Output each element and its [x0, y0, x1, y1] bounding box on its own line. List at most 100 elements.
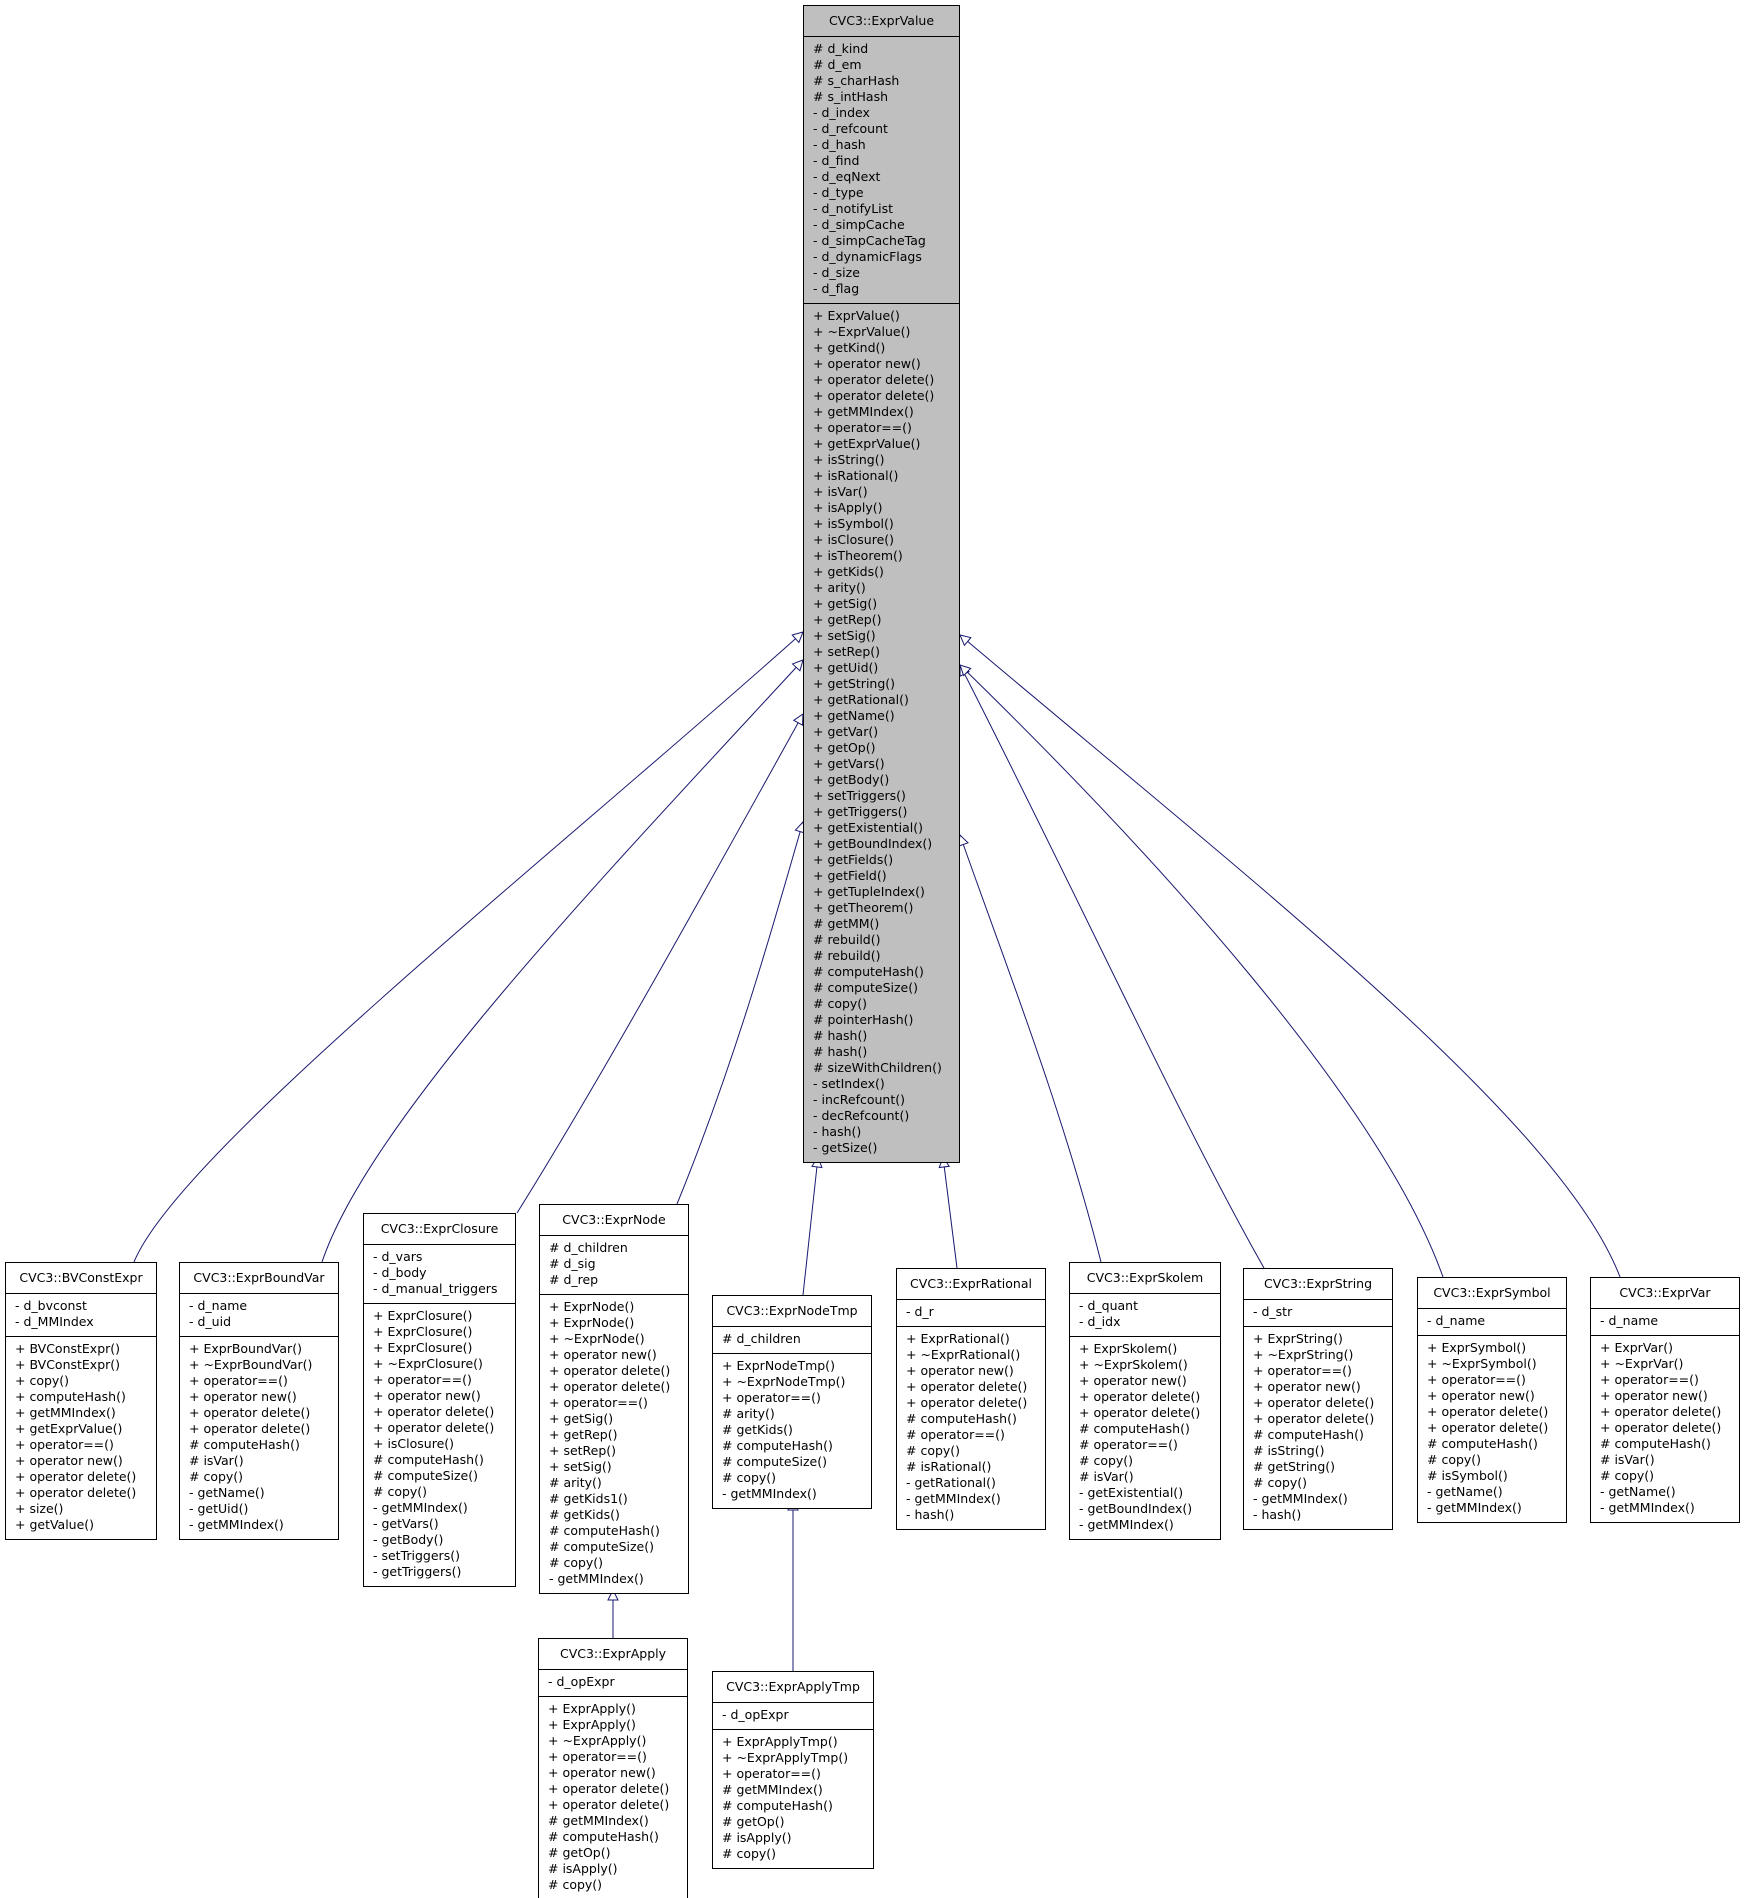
method-item: + operator delete()	[549, 1379, 671, 1394]
method-item: + operator new()	[813, 356, 921, 371]
method-item: + operator delete()	[1079, 1389, 1201, 1404]
method-section: + ExprApply()+ ExprApply()+ ~ExprApply()…	[539, 1696, 687, 1898]
method-item: # computeSize()	[722, 1454, 828, 1469]
method-item: + operator new()	[548, 1765, 656, 1780]
method-item: # rebuild()	[813, 948, 881, 963]
method-item: # copy()	[1079, 1453, 1134, 1468]
class-box-expr-apply[interactable]: CVC3::ExprApply- d_opExpr+ ExprApply()+ …	[538, 1638, 688, 1898]
method-item: + isString()	[813, 452, 885, 467]
attribute-item: - d_refcount	[813, 121, 888, 136]
method-item: + getUid()	[813, 660, 879, 675]
method-item: + setSig()	[813, 628, 876, 643]
method-item: - decRefcount()	[813, 1108, 910, 1123]
class-box-expr-string[interactable]: CVC3::ExprString- d_str+ ExprString()+ ~…	[1243, 1268, 1393, 1530]
method-item: + isRational()	[813, 468, 899, 483]
method-item: + getTheorem()	[813, 900, 914, 915]
method-item: + operator delete()	[548, 1781, 670, 1796]
method-item: - getTriggers()	[373, 1564, 462, 1579]
method-item: - setTriggers()	[373, 1548, 460, 1563]
method-item: # computeHash()	[1427, 1436, 1538, 1451]
attribute-item: - d_size	[813, 265, 860, 280]
class-box-expr-skolem[interactable]: CVC3::ExprSkolem- d_quant- d_idx+ ExprSk…	[1069, 1262, 1221, 1540]
class-box-expr-bound-var[interactable]: CVC3::ExprBoundVar- d_name- d_uid+ ExprB…	[179, 1262, 339, 1540]
class-box-expr-rational[interactable]: CVC3::ExprRational- d_r+ ExprRational()+…	[896, 1268, 1046, 1530]
method-item: - getMMIndex()	[189, 1517, 284, 1532]
method-item: + operator==()	[1253, 1363, 1352, 1378]
method-item: # pointerHash()	[813, 1012, 914, 1027]
method-item: + operator new()	[906, 1363, 1014, 1378]
class-box-expr-closure[interactable]: CVC3::ExprClosure- d_vars- d_body- d_man…	[363, 1213, 516, 1587]
method-item: + isTheorem()	[813, 548, 903, 563]
attribute-item: - d_bvconst	[15, 1298, 87, 1313]
class-title: CVC3::ExprString	[1244, 1269, 1392, 1300]
method-item: + getTupleIndex()	[813, 884, 925, 899]
attribute-item: - d_simpCache	[813, 217, 905, 232]
class-box-expr-value[interactable]: CVC3::ExprValue# d_kind# d_em# s_charHas…	[803, 5, 960, 1163]
method-item: # computeSize()	[373, 1468, 479, 1483]
method-item: + isApply()	[813, 500, 883, 515]
method-item: + operator==()	[189, 1373, 288, 1388]
class-box-expr-node[interactable]: CVC3::ExprNode# d_children# d_sig# d_rep…	[539, 1204, 689, 1594]
method-item: + operator new()	[1600, 1388, 1708, 1403]
method-section: + ExprVar()+ ~ExprVar()+ operator==()+ o…	[1591, 1335, 1739, 1522]
method-item: + setTriggers()	[813, 788, 906, 803]
method-item: # hash()	[813, 1028, 868, 1043]
method-item: + operator delete()	[813, 372, 935, 387]
method-item: + setRep()	[549, 1443, 617, 1458]
attribute-item: - d_body	[373, 1265, 427, 1280]
attribute-item: # d_sig	[549, 1256, 596, 1271]
method-item: + ~ExprNodeTmp()	[722, 1374, 846, 1389]
method-item: # getKids1()	[549, 1491, 628, 1506]
method-item: - getMMIndex()	[1253, 1491, 1348, 1506]
method-item: + BVConstExpr()	[15, 1357, 121, 1372]
method-item: # computeHash()	[906, 1411, 1017, 1426]
method-item: # computeHash()	[549, 1523, 660, 1538]
method-item: + setSig()	[549, 1459, 612, 1474]
method-item: - hash()	[1253, 1507, 1302, 1522]
method-item: # computeHash()	[1600, 1436, 1711, 1451]
method-item: # computeHash()	[373, 1452, 484, 1467]
method-item: # copy()	[1253, 1475, 1308, 1490]
method-item: # getOp()	[548, 1845, 611, 1860]
attribute-item: - d_dynamicFlags	[813, 249, 922, 264]
class-box-expr-var[interactable]: CVC3::ExprVar- d_name+ ExprVar()+ ~ExprV…	[1590, 1277, 1740, 1523]
method-item: + operator delete()	[373, 1420, 495, 1435]
class-title: CVC3::ExprSymbol	[1418, 1278, 1566, 1309]
method-section: + ExprValue()+ ~ExprValue()+ getKind()+ …	[804, 303, 959, 1162]
method-item: # getKids()	[549, 1507, 620, 1522]
method-item: - getName()	[1427, 1484, 1503, 1499]
method-item: + size()	[15, 1501, 64, 1516]
class-box-bvconst-expr[interactable]: CVC3::BVConstExpr- d_bvconst- d_MMIndex+…	[5, 1262, 157, 1540]
attribute-item: - d_type	[813, 185, 864, 200]
method-item: # copy()	[189, 1469, 244, 1484]
class-title: CVC3::ExprVar	[1591, 1278, 1739, 1309]
method-item: + ExprRational()	[906, 1331, 1010, 1346]
attribute-item: # s_intHash	[813, 89, 888, 104]
method-item: + operator delete()	[1427, 1404, 1549, 1419]
method-item: + ~ExprClosure()	[373, 1356, 483, 1371]
method-item: + operator delete()	[15, 1485, 137, 1500]
method-item: + operator delete()	[548, 1797, 670, 1812]
class-box-expr-symbol[interactable]: CVC3::ExprSymbol- d_name+ ExprSymbol()+ …	[1417, 1277, 1567, 1523]
method-item: + operator==()	[813, 420, 912, 435]
class-title: CVC3::ExprSkolem	[1070, 1263, 1220, 1294]
method-item: + operator delete()	[1600, 1420, 1722, 1435]
method-item: + getMMIndex()	[15, 1405, 116, 1420]
inheritance-edge-exprclosure	[516, 714, 803, 1214]
attribute-section: - d_name- d_uid	[180, 1294, 338, 1336]
class-box-expr-node-tmp[interactable]: CVC3::ExprNodeTmp# d_children+ ExprNodeT…	[712, 1295, 872, 1509]
class-box-expr-apply-tmp[interactable]: CVC3::ExprApplyTmp- d_opExpr+ ExprApplyT…	[712, 1671, 874, 1869]
method-item: - getRational()	[906, 1475, 996, 1490]
method-item: + ExprSymbol()	[1427, 1340, 1527, 1355]
method-item: # getMMIndex()	[722, 1782, 823, 1797]
attribute-section: - d_name	[1418, 1309, 1566, 1335]
method-item: # copy()	[373, 1484, 428, 1499]
method-item: + ~ExprApplyTmp()	[722, 1750, 849, 1765]
method-item: - getMMIndex()	[549, 1571, 644, 1586]
method-item: + ~ExprValue()	[813, 324, 911, 339]
attribute-item: - d_str	[1253, 1304, 1293, 1319]
attribute-section: # d_children	[713, 1327, 871, 1353]
method-item: + isClosure()	[813, 532, 895, 547]
